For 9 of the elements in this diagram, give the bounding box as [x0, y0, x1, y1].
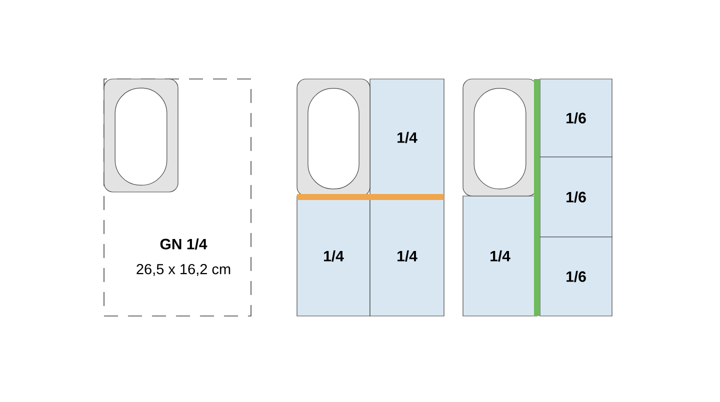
heading: GN 1/4: [160, 238, 208, 250]
pan-cell: 1/4: [296, 196, 370, 316]
pan-cell: 1/6: [540, 236, 612, 316]
pan-cell: 1/4: [462, 196, 538, 316]
pan-cell: 1/4: [370, 196, 444, 316]
dimension-text: 26,5 x 16,2 cm: [136, 264, 230, 276]
pan-cell: 1/6: [540, 78, 612, 158]
pan-cell: 1/6: [540, 156, 612, 238]
pan-cell: 1/4: [370, 78, 444, 196]
